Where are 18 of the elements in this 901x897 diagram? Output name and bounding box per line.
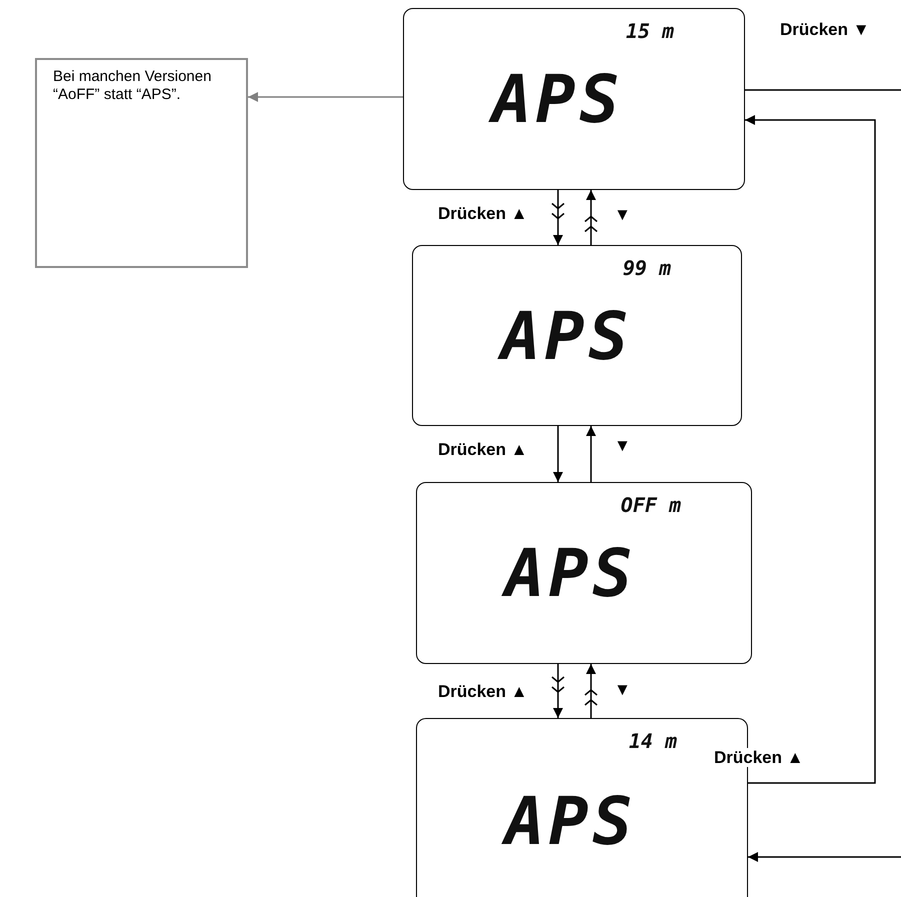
callout-box	[35, 58, 248, 268]
lcd-reading: 14 m	[628, 731, 677, 751]
arrow	[586, 426, 596, 482]
arrow	[553, 426, 563, 482]
arrow	[584, 189, 598, 246]
arrow	[551, 663, 565, 719]
note-text: Bei manchen Versionen “AoFF” statt “APS”.	[53, 68, 212, 103]
lcd-reading: 99 m	[622, 258, 671, 278]
lcd-display	[416, 482, 752, 664]
lcd-reading: OFF m	[620, 495, 681, 515]
arrow	[745, 89, 901, 862]
arrow	[584, 663, 598, 719]
lcd-display	[412, 245, 742, 426]
lcd-display	[403, 8, 745, 190]
lcd-reading: 15 m	[626, 21, 674, 41]
arrow	[551, 189, 565, 246]
arrow	[248, 92, 403, 102]
arrow	[745, 115, 876, 784]
